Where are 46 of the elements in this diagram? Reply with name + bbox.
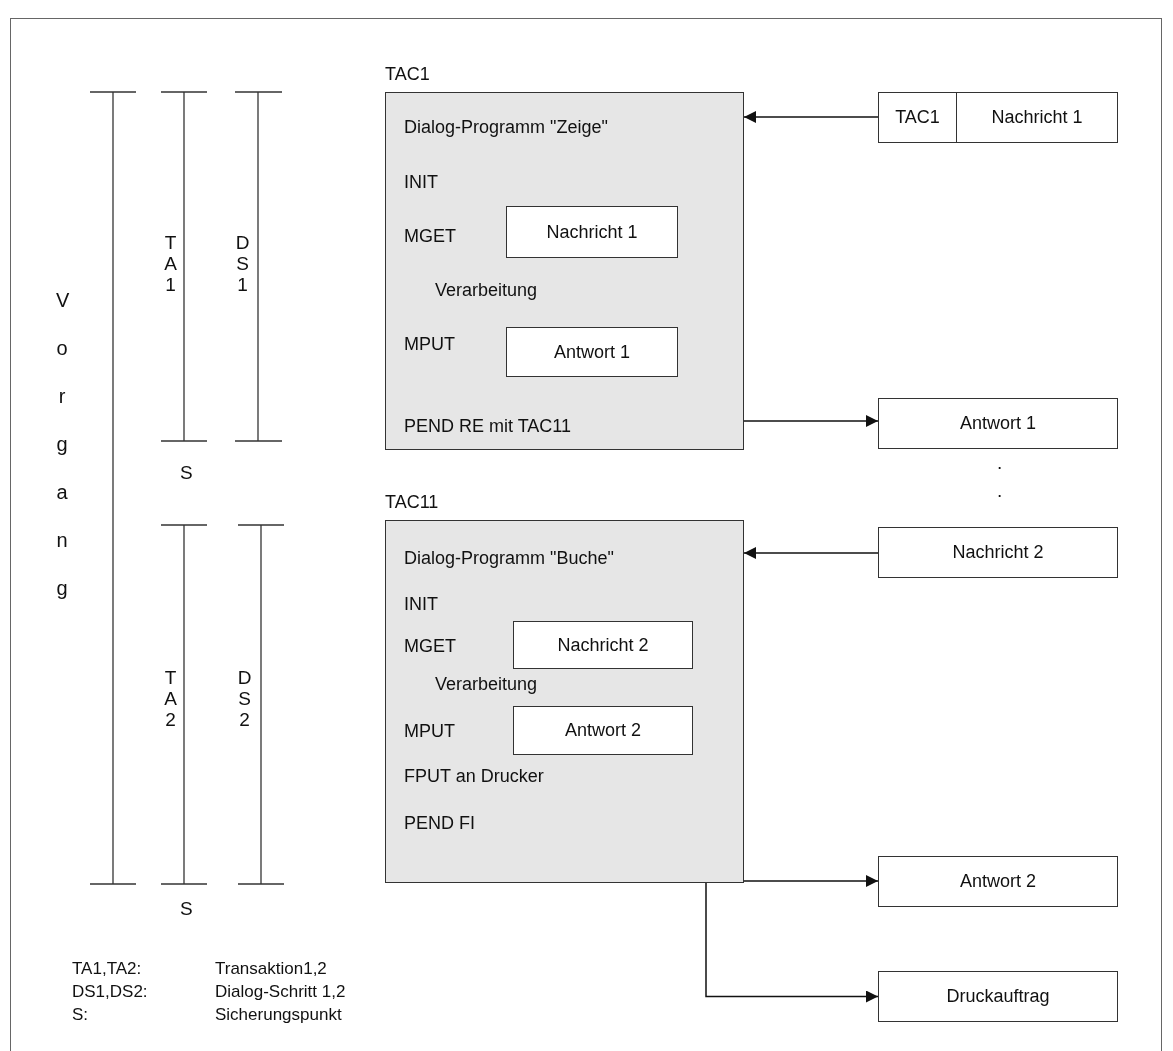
- message-box: Antwort 2: [878, 856, 1118, 907]
- message-box: Antwort 1: [878, 398, 1118, 449]
- program-step: INIT: [404, 171, 438, 193]
- program-step: Verarbeitung: [435, 673, 538, 695]
- program-heading: TAC11: [385, 491, 439, 513]
- program-step: MGET: [404, 635, 456, 657]
- program-step: MGET: [404, 225, 456, 247]
- legend-text: S:: [72, 1004, 89, 1026]
- arrow: [705, 882, 879, 1003]
- arrow: [743, 111, 879, 123]
- program-step: PEND FI: [404, 812, 475, 834]
- message-box: Antwort 2: [513, 706, 693, 755]
- arrow: [743, 875, 879, 887]
- transaction-code: TAC1: [879, 93, 957, 142]
- span-label: DS1: [234, 233, 251, 296]
- legend-text: Dialog-Schritt 1,2: [215, 981, 346, 1003]
- message-box: Nachricht 1: [506, 206, 678, 258]
- span-label: DS2: [236, 668, 253, 731]
- program-step: PEND RE mit TAC11: [404, 415, 572, 437]
- message-box: Nachricht 2: [513, 621, 693, 669]
- message-box: Druckauftrag: [878, 971, 1118, 1022]
- program-step: INIT: [404, 593, 438, 615]
- message-box: [878, 92, 1118, 143]
- program-step: FPUT an Drucker: [404, 765, 544, 787]
- savepoint-label: .: [997, 480, 1003, 502]
- message-box: Nachricht 2: [878, 527, 1118, 578]
- program-step: MPUT: [404, 333, 455, 355]
- program-step: Dialog-Programm "Zeige": [404, 116, 608, 138]
- span-label: TA2: [163, 668, 178, 731]
- legend-text: Transaktion1,2: [215, 958, 327, 980]
- message-text: Nachricht 1: [990, 106, 1084, 129]
- program-step: Dialog-Programm "Buche": [404, 547, 614, 569]
- arrow: [743, 547, 879, 559]
- arrow: [743, 415, 879, 427]
- legend-text: TA1,TA2:: [72, 958, 142, 980]
- program-step: Verarbeitung: [435, 279, 538, 301]
- program-step: MPUT: [404, 720, 455, 742]
- savepoint-label: S: [180, 898, 193, 920]
- savepoint-label: .: [997, 452, 1003, 474]
- span-label: Vorgang: [56, 288, 68, 601]
- message-box: Antwort 1: [506, 327, 678, 377]
- legend-text: Sicherungspunkt: [215, 1004, 342, 1026]
- savepoint-label: S: [180, 462, 193, 484]
- span-label: TA1: [163, 233, 178, 296]
- legend-text: DS1,DS2:: [72, 981, 148, 1003]
- program-heading: TAC1: [385, 63, 430, 85]
